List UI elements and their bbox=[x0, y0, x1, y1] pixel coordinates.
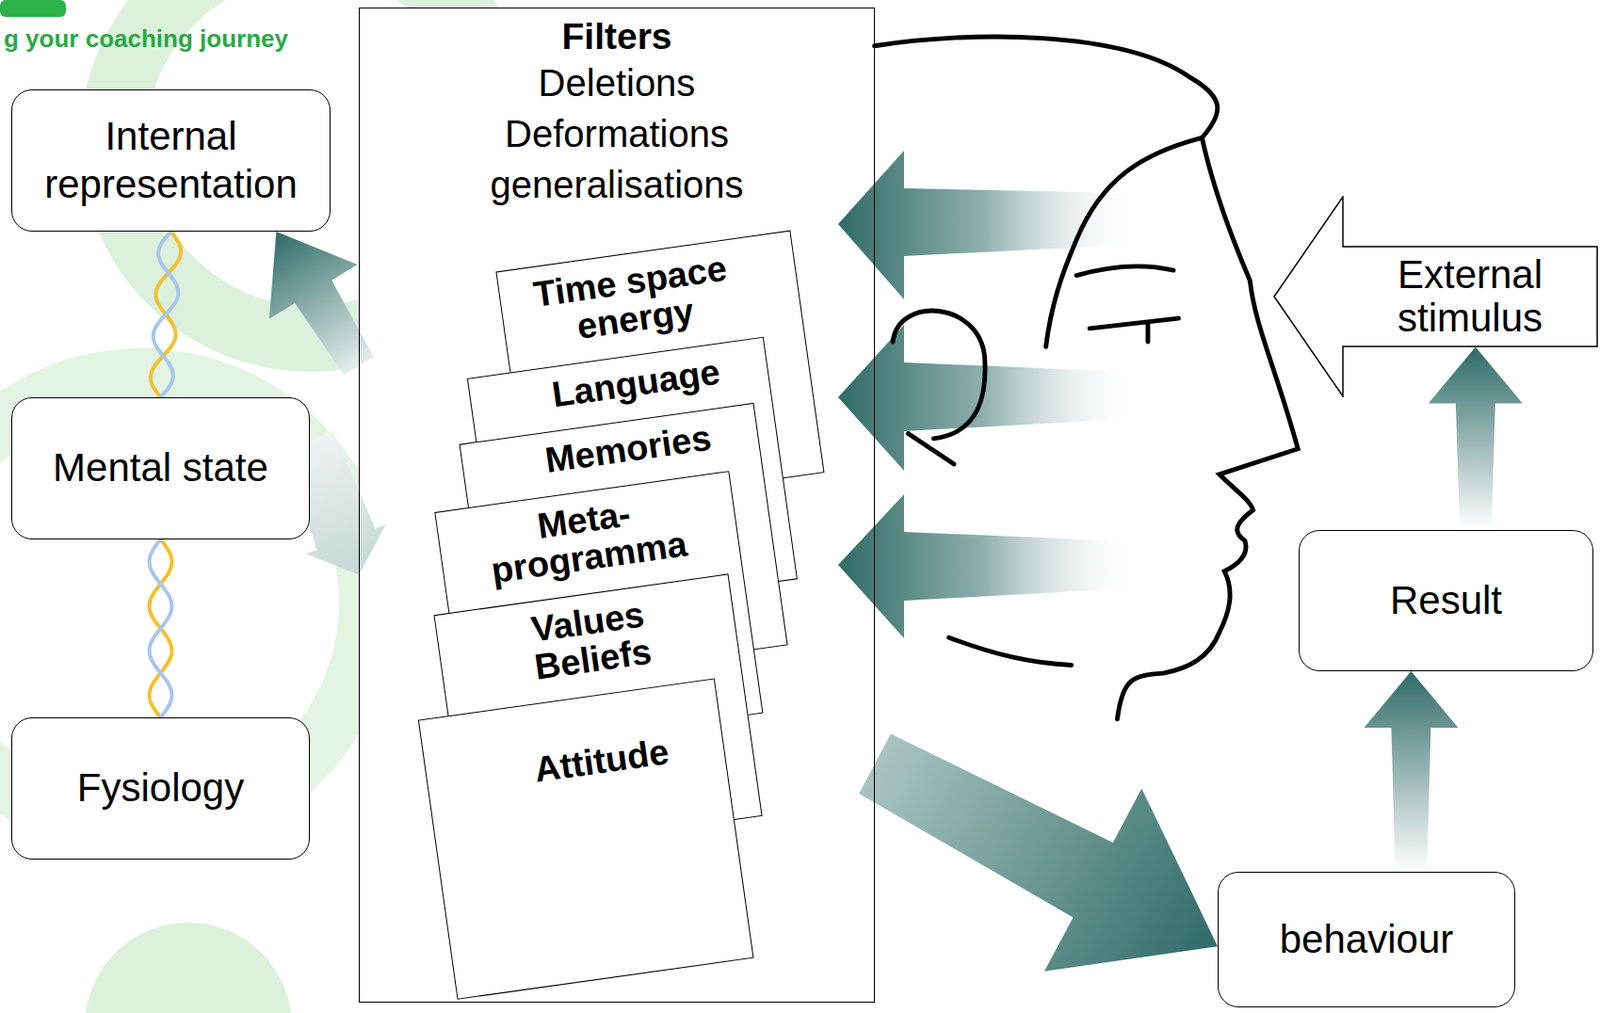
node-text: behaviour bbox=[1279, 916, 1454, 964]
dna-link bbox=[150, 231, 181, 398]
flow-connector bbox=[1363, 671, 1458, 873]
node-text: Filters bbox=[359, 8, 874, 58]
node-text: Mental state bbox=[52, 444, 269, 492]
process-box: Result bbox=[1298, 530, 1594, 672]
filter-panel: FiltersDeletions Deformations generalisa… bbox=[358, 7, 875, 1003]
background-arc bbox=[84, 922, 292, 1013]
dna-link bbox=[149, 539, 173, 718]
node-text: Time space energy bbox=[497, 238, 756, 357]
flow-connector bbox=[1428, 347, 1523, 532]
filter-card: Attitude bbox=[418, 678, 755, 1000]
process-box: Fysiology bbox=[11, 717, 310, 860]
stimulus-body: External stimulus bbox=[1346, 246, 1594, 347]
dna-strand bbox=[149, 539, 173, 718]
dna-strand bbox=[153, 231, 179, 398]
stimulus-arrow: External stimulus bbox=[1273, 195, 1599, 398]
flow-arrow bbox=[1428, 347, 1523, 532]
node-text: Internal representation bbox=[12, 113, 330, 209]
card-stack: Time space energyLanguageMemoriesMeta- p… bbox=[283, 0, 932, 1013]
process-box: Mental state bbox=[11, 397, 310, 540]
node-text: External stimulus bbox=[1346, 253, 1594, 340]
stimulus-arrow-outline bbox=[1274, 196, 1598, 397]
dna-strand bbox=[149, 539, 173, 718]
filter-ground bbox=[358, 7, 875, 1003]
logo-tagline: g your coaching journey bbox=[3, 24, 289, 54]
flow-connector bbox=[858, 734, 1218, 972]
node-text: Result bbox=[1389, 577, 1503, 625]
dna-strand bbox=[150, 231, 181, 398]
process-box: Internal representation bbox=[11, 89, 331, 232]
node-text: Deletions Deformations generalisations bbox=[456, 57, 777, 211]
logo-mark bbox=[0, 0, 66, 17]
head-profile bbox=[874, 36, 1299, 720]
flow-arrow bbox=[858, 734, 1218, 972]
process-box: behaviour bbox=[1217, 872, 1516, 1008]
node-text: Fysiology bbox=[77, 764, 244, 812]
flow-arrow bbox=[1363, 671, 1458, 873]
